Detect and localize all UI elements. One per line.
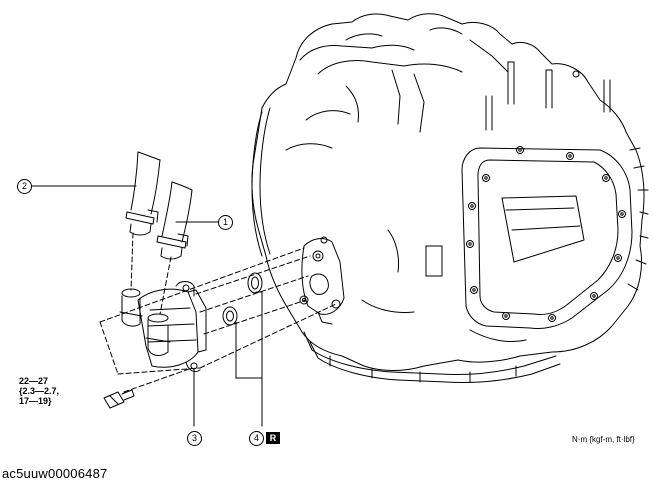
torque-spec-label: 22—27 {2.3—2.7, 17—19}: [19, 376, 60, 406]
callout-3: 3: [187, 431, 202, 446]
callout-4: 4: [249, 431, 264, 446]
document-code: ac5uuw00006487: [2, 466, 108, 481]
unit-note: N·m {kgf-m, ft·lbf}: [572, 435, 635, 444]
oil-hoses: [125, 151, 193, 260]
callout-2: 2: [17, 179, 32, 194]
mounting-bolt: [103, 389, 135, 409]
oil-cooler: [119, 281, 207, 373]
assembly-lines: [99, 232, 337, 393]
transaxle-case: [251, 13, 649, 384]
replace-part-tag: R: [266, 432, 280, 444]
leader-lines: [29, 185, 263, 427]
callout-1: 1: [218, 215, 233, 230]
o-rings: [222, 272, 263, 326]
cover-bolts: [466, 146, 626, 322]
